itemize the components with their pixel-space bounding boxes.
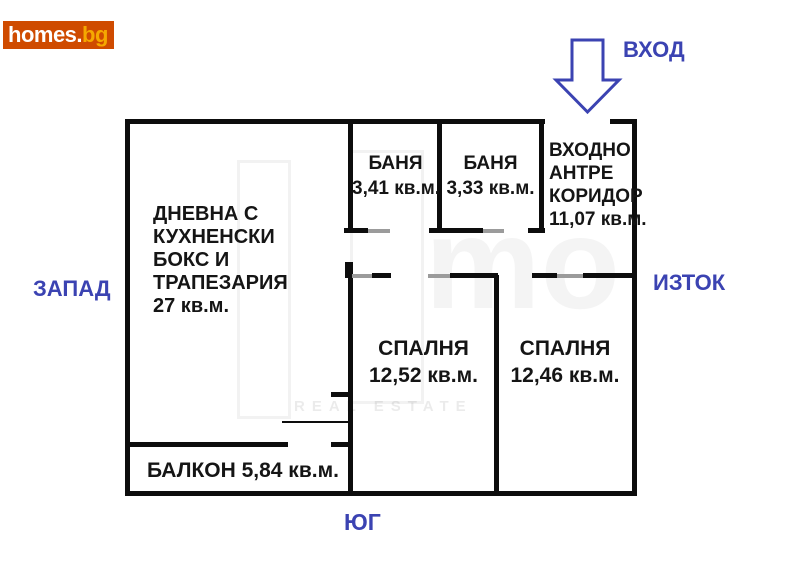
room-name: БАНЯ [368, 153, 423, 174]
logo-suffix-text: bg [82, 22, 108, 47]
entrance-arrow-icon [552, 38, 623, 115]
room-label-bathroom-2: БАНЯ 3,33 кв.м. [441, 151, 540, 201]
compass-west-label: ЗАПАД [33, 276, 111, 301]
room-name: СПАЛНЯ [519, 337, 611, 360]
room-label-balcony: БАЛКОН 5,84 кв.м. [147, 459, 339, 482]
room-area: 3,33 кв.м. [446, 178, 535, 199]
room-name-line: ТРАПЕЗАРИЯ [153, 272, 288, 294]
room-name: БАНЯ [463, 153, 518, 174]
room-area: 11,07 кв.м. [549, 209, 647, 230]
homes-logo: homes.bg [3, 21, 114, 49]
logo-text: homes. [8, 22, 83, 47]
room-name-line: КУХНЕНСКИ [153, 226, 275, 248]
room-label-living-room: ДНЕВНА С КУХНЕНСКИ БОКС И ТРАПЕЗАРИЯ 27 … [153, 203, 288, 318]
room-name-line: ВХОДНО [549, 140, 631, 161]
door-openings [352, 229, 583, 278]
room-name: СПАЛНЯ [378, 337, 469, 360]
room-name-line: БОКС И [153, 249, 230, 271]
room-name-line: ДНЕВНА С [153, 203, 259, 225]
room-label-bedroom-2: СПАЛНЯ 12,46 кв.м. [498, 335, 632, 389]
compass-east-label: ИЗТОК [653, 270, 726, 295]
room-area: 27 кв.м. [153, 295, 230, 317]
room-area: 12,46 кв.м. [510, 364, 620, 387]
room-area: 12,52 кв.м. [368, 364, 478, 387]
room-label-bathroom-1: БАНЯ 3,41 кв.м. [352, 151, 441, 201]
room-name-line: АНТРЕ [549, 163, 614, 184]
room-name-line: КОРИДОР [549, 186, 643, 207]
entrance-label: ВХОД [623, 37, 685, 62]
room-label-bedroom-1: СПАЛНЯ 12,52 кв.м. [353, 335, 494, 389]
compass-south-label: ЮГ [344, 509, 381, 535]
room-area: 3,41 кв.м. [352, 178, 441, 199]
walls [125, 119, 637, 496]
room-label-entrance-hall: ВХОДНО АНТРЕ КОРИДОР 11,07 кв.м. [549, 139, 647, 231]
